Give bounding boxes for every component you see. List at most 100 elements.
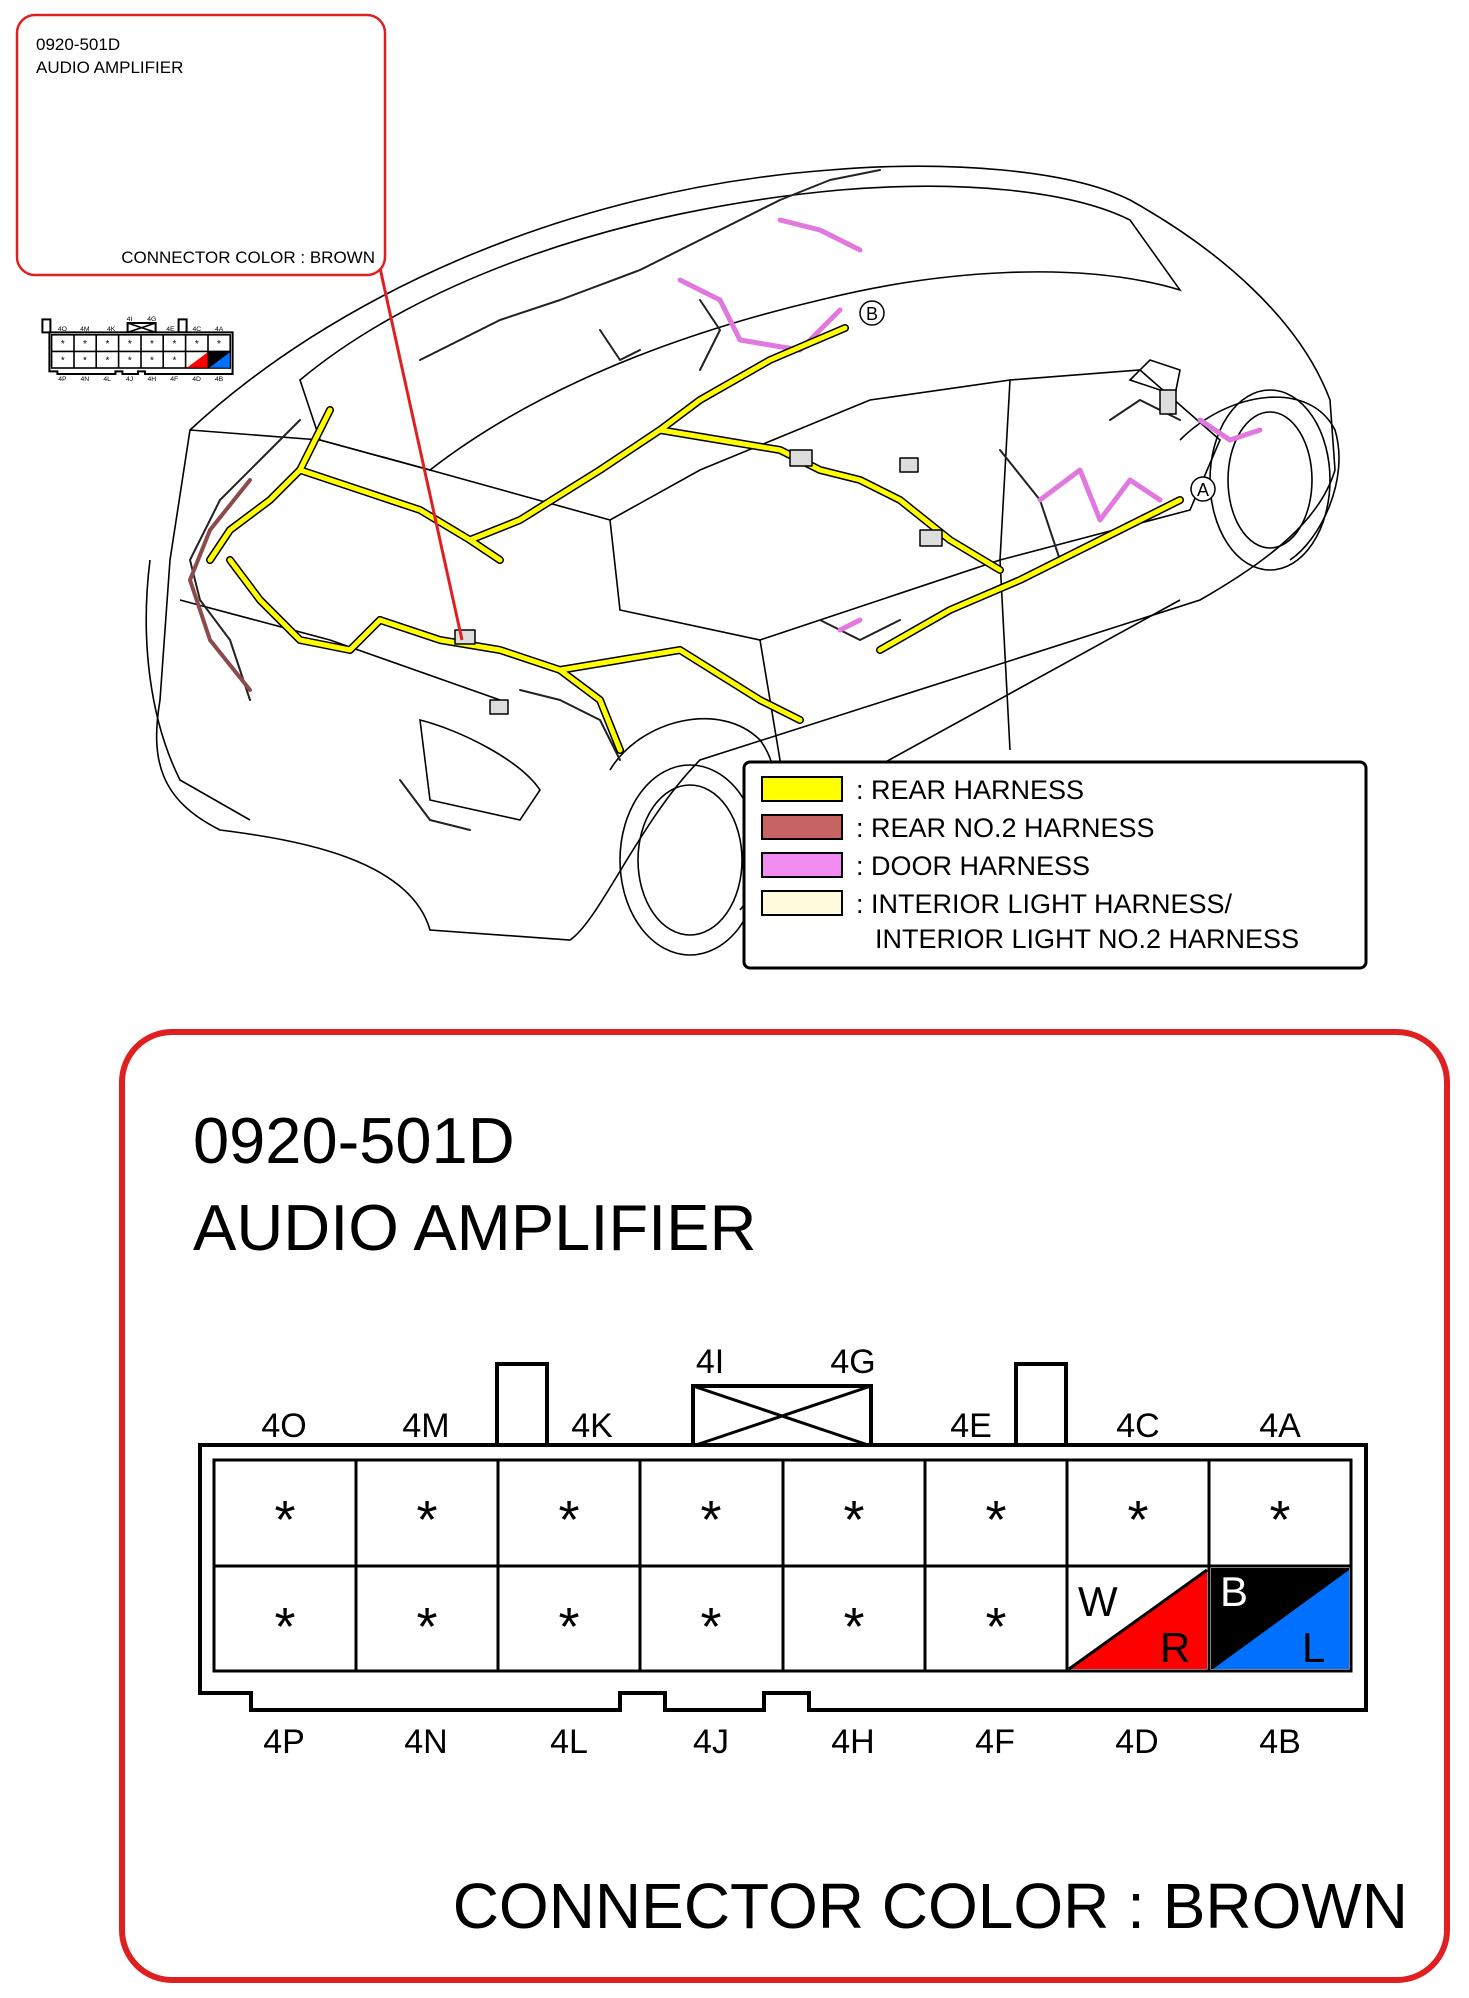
svg-text:*: * (105, 339, 109, 350)
legend-swatch-rear (761, 776, 843, 802)
pin-label-4M: 4M (402, 1407, 449, 1445)
svg-text:*: * (150, 356, 154, 367)
svg-text:4A: 4A (215, 326, 224, 333)
svg-text:4B: 4B (215, 376, 224, 383)
legend-swatch-rear-no2 (761, 814, 843, 840)
connector-name: AUDIO AMPLIFIER (193, 1191, 756, 1264)
legend-label-interior-light: : INTERIOR LIGHT HARNESS/ (856, 889, 1233, 919)
legend-label-door: : DOOR HARNESS (856, 851, 1090, 881)
pin-label-4E: 4E (950, 1407, 992, 1445)
inset-connector-name: AUDIO AMPLIFIER (36, 58, 183, 77)
svg-text:*: * (128, 356, 132, 367)
pin-label-4B: 4B (1259, 1723, 1301, 1761)
pin-4C-mark: * (1127, 1490, 1148, 1550)
pin-4E-mark: * (985, 1490, 1006, 1550)
svg-text:4N: 4N (80, 376, 89, 383)
pin-4I-mark: * (700, 1490, 721, 1550)
pin-4B-lower-color: L (1302, 1624, 1325, 1671)
pin-4L-mark: * (558, 1597, 579, 1657)
svg-text:*: * (195, 339, 199, 350)
pin-label-4I: 4I (696, 1343, 724, 1381)
svg-text:4D: 4D (192, 376, 201, 383)
harness-wiring (188, 169, 1263, 831)
svg-text:*: * (83, 339, 87, 350)
pin-4B-lower-fill (1213, 1570, 1349, 1669)
svg-text:4P: 4P (58, 376, 67, 383)
pin-4H-mark: * (843, 1597, 864, 1657)
callout-a: A (1190, 476, 1216, 502)
legend-label-rear: : REAR HARNESS (856, 775, 1084, 805)
pin-label-4D: 4D (1115, 1723, 1158, 1761)
connector-detail-large: 0920-501D AUDIO AMPLIFIER * * * * * (119, 1029, 1450, 1983)
svg-text:*: * (61, 339, 65, 350)
svg-text:4L: 4L (103, 376, 111, 383)
legend-swatch-interior-light (761, 890, 843, 916)
svg-text:4I: 4I (127, 316, 133, 323)
pin-4D-upper-color: W (1078, 1578, 1118, 1625)
connector-color-label: CONNECTOR COLOR : BROWN (453, 1870, 1408, 1942)
lock-tab-left (495, 1362, 549, 1447)
svg-text:4E: 4E (166, 326, 175, 333)
pin-label-4G: 4G (830, 1343, 875, 1381)
svg-text:4J: 4J (126, 376, 133, 383)
pin-label-4H: 4H (831, 1723, 874, 1761)
legend-label-interior-light-2: INTERIOR LIGHT NO.2 HARNESS (875, 924, 1299, 954)
pin-label-4F: 4F (975, 1723, 1015, 1761)
inset-connector-color: CONNECTOR COLOR : BROWN (121, 248, 375, 267)
unused-pin-markers: * * * * * * * * * * * * * * (274, 1490, 1290, 1657)
svg-text:*: * (150, 339, 154, 350)
svg-text:*: * (105, 356, 109, 367)
connector-inset-small: 0920-501D AUDIO AMPLIFIER * * * * * * (15, 13, 387, 383)
keyed-position (691, 1384, 873, 1448)
svg-text:4H: 4H (147, 376, 156, 383)
inset-connector-id: 0920-501D (36, 35, 120, 54)
pin-4D-wire: W R (1068, 1568, 1208, 1671)
pin-labels-top: 4O 4M 4K 4I 4G 4E 4C 4A (261, 1343, 1301, 1445)
svg-text:4K: 4K (107, 326, 116, 333)
svg-text:4O: 4O (58, 326, 67, 333)
svg-text:*: * (172, 339, 176, 350)
svg-text:*: * (83, 356, 87, 367)
pin-4K-mark: * (558, 1490, 579, 1550)
svg-text:*: * (128, 339, 132, 350)
callout-a-label: A (1197, 480, 1209, 500)
pin-label-4A: 4A (1259, 1407, 1301, 1445)
pin-4B-wire: B L (1211, 1568, 1349, 1671)
svg-text:*: * (217, 339, 221, 350)
svg-text:4G: 4G (147, 316, 156, 323)
pin-4M-mark: * (416, 1490, 437, 1550)
car-illustration (145, 165, 1340, 956)
pin-4N-mark: * (416, 1597, 437, 1657)
pin-4A-mark: * (1269, 1490, 1290, 1550)
callout-b-label: B (866, 304, 878, 324)
pin-4F-mark: * (985, 1597, 1006, 1657)
pin-label-4C: 4C (1116, 1407, 1159, 1445)
legend-label-rear-no2: : REAR NO.2 HARNESS (856, 813, 1155, 843)
pin-label-4P: 4P (263, 1723, 305, 1761)
legend-swatch-door (761, 852, 843, 878)
inset-connector-drawing: * * * * * * * * * * * * * * 4O 4M 4K 4I 4G 4E 4C 4A 4P… (41, 316, 234, 383)
leader-line (378, 267, 464, 641)
connector-id: 0920-501D (193, 1104, 515, 1177)
pin-4O-mark: * (274, 1490, 295, 1550)
pin-label-4L: 4L (550, 1723, 588, 1761)
pin-4D-lower-color: R (1160, 1624, 1190, 1671)
pin-labels-bottom: 4P 4N 4L 4J 4H 4F 4D 4B (263, 1723, 1301, 1761)
harness-legend: : REAR HARNESS : REAR NO.2 HARNESS : DOO… (742, 760, 1368, 970)
callout-b: B (859, 300, 885, 326)
pin-4J-mark: * (700, 1597, 721, 1657)
pin-4B-upper-color: B (1220, 1568, 1248, 1615)
pin-4G-mark: * (843, 1490, 864, 1550)
svg-text:*: * (172, 356, 176, 367)
pin-label-4N: 4N (404, 1723, 447, 1761)
pin-4P-mark: * (274, 1597, 295, 1657)
pin-label-4O: 4O (261, 1407, 306, 1445)
svg-text:*: * (61, 356, 65, 367)
svg-text:4C: 4C (192, 326, 201, 333)
pin-label-4K: 4K (571, 1407, 613, 1445)
pin-label-4J: 4J (693, 1723, 729, 1761)
lock-tab-right (1014, 1362, 1068, 1447)
svg-text:4F: 4F (170, 376, 178, 383)
svg-text:4M: 4M (80, 326, 90, 333)
